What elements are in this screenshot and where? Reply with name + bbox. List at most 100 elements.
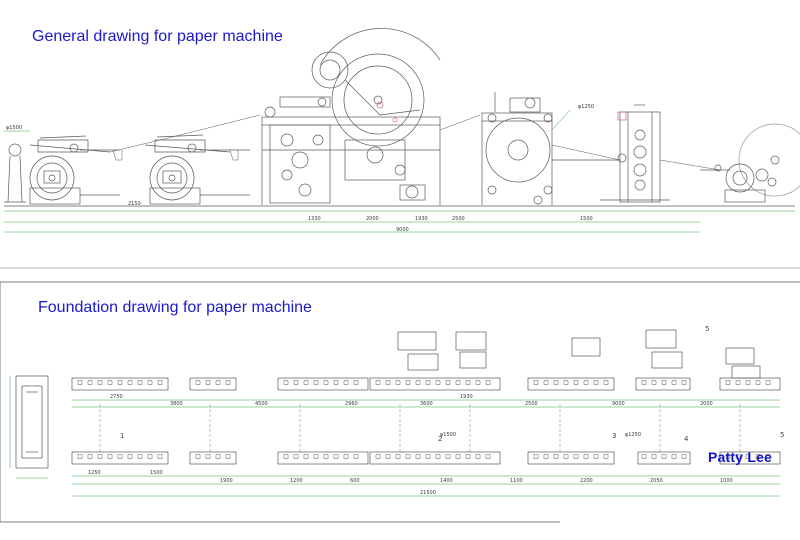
anchor-hole: [375, 380, 381, 385]
anchor-hole: [343, 380, 349, 385]
anchor-hole: [661, 454, 667, 459]
anchor-hole: [485, 454, 491, 459]
anchor-hole: [651, 454, 657, 459]
anchor-hole: [553, 454, 559, 459]
dim-label: φ1250: [625, 432, 641, 438]
anchor-hole: [205, 454, 211, 459]
anchor-hole: [395, 454, 401, 459]
anchor-hole: [735, 454, 741, 459]
anchor-hole: [735, 380, 741, 385]
part-number: 4: [684, 435, 689, 443]
anchor-hole: [333, 380, 339, 385]
dim-label: 2150: [128, 201, 141, 207]
part-number: 2: [438, 435, 442, 443]
part-number: 3: [612, 432, 616, 440]
anchor-hole: [765, 380, 771, 385]
anchor-hole: [553, 380, 559, 385]
anchor-hole: [137, 454, 143, 459]
dim-label: φ1500: [440, 432, 456, 438]
dim-label: φ1250: [578, 104, 594, 110]
anchor-hole: [425, 454, 431, 459]
calender-stack: [600, 104, 670, 203]
anchor-hole: [435, 380, 441, 385]
anchor-hole: [353, 454, 359, 459]
anchor-hole: [303, 380, 309, 385]
anchor-hole: [405, 380, 411, 385]
anchor-hole: [127, 454, 133, 459]
reel-winder: [700, 123, 800, 203]
dim-label: 1330: [308, 216, 321, 222]
dim-label: 3800: [170, 401, 183, 407]
anchor-hole: [661, 380, 667, 385]
dim-label: 3600: [420, 401, 433, 407]
dryer-group: [481, 92, 620, 205]
anchor-hole: [671, 454, 677, 459]
part-callouts: 1 2 3 4 5 5: [120, 325, 784, 443]
general-drawing-title: General drawing for paper machine: [32, 28, 283, 45]
anchor-holes: [77, 380, 771, 459]
dim-label: 1900: [220, 478, 233, 484]
cylinder-mould-1: [29, 135, 123, 205]
general-dimensions: 2150 1330 2000 1930 2500 1500 9000 φ1500…: [6, 104, 594, 233]
author-signature: Patty Lee: [708, 449, 773, 465]
foundation-plan-drawing: [9, 329, 781, 497]
anchor-hole: [455, 380, 461, 385]
upper-foundation-row: [71, 377, 781, 391]
anchor-hole: [385, 454, 391, 459]
anchor-hole: [343, 454, 349, 459]
anchor-hole: [485, 380, 491, 385]
anchor-hole: [205, 380, 211, 385]
dim-label: 2200: [580, 478, 593, 484]
dim-label: 9000: [612, 401, 625, 407]
anchor-hole: [375, 454, 381, 459]
anchor-hole: [313, 454, 319, 459]
anchor-hole: [215, 454, 221, 459]
anchor-hole: [157, 380, 163, 385]
anchor-hole: [137, 380, 143, 385]
anchor-hole: [671, 380, 677, 385]
anchor-hole: [215, 380, 221, 385]
dim-label: 1200: [290, 478, 303, 484]
anchor-hole: [157, 454, 163, 459]
anchor-hole: [87, 454, 93, 459]
dim-label: 1000: [720, 478, 733, 484]
anchor-hole: [465, 380, 471, 385]
anchor-hole: [755, 380, 761, 385]
dim-label: φ1500: [6, 125, 22, 131]
anchor-hole: [681, 454, 687, 459]
part-number: 1: [120, 432, 124, 440]
anchor-hole: [603, 454, 609, 459]
anchor-hole: [97, 454, 103, 459]
anchor-hole: [425, 380, 431, 385]
anchor-hole: [533, 380, 539, 385]
anchor-hole: [725, 454, 731, 459]
anchor-hole: [563, 380, 569, 385]
lower-foundation-row: [71, 451, 781, 465]
anchor-hole: [107, 380, 113, 385]
dim-label: 21500: [420, 490, 436, 496]
dim-label: 600: [350, 478, 360, 484]
anchor-hole: [415, 380, 421, 385]
anchor-hole: [147, 380, 153, 385]
dim-label: 2000: [700, 401, 713, 407]
foundation-dimensions: 2750 3800 4500 2960 3600 1930 2500 9000 …: [88, 394, 733, 496]
anchor-hole: [195, 454, 201, 459]
anchor-hole: [87, 380, 93, 385]
unwind-stand: [4, 130, 30, 203]
anchor-hole: [573, 454, 579, 459]
dim-label: 2500: [452, 216, 465, 222]
anchor-hole: [147, 454, 153, 459]
anchor-hole: [745, 454, 751, 459]
anchor-hole: [195, 380, 201, 385]
anchor-hole: [77, 454, 83, 459]
anchor-hole: [765, 454, 771, 459]
anchor-hole: [475, 454, 481, 459]
dim-label: 1930: [460, 394, 473, 400]
anchor-hole: [117, 454, 123, 459]
anchor-hole: [455, 454, 461, 459]
anchor-hole: [755, 454, 761, 459]
anchor-hole: [283, 454, 289, 459]
anchor-hole: [533, 454, 539, 459]
dim-label: 2000: [366, 216, 379, 222]
